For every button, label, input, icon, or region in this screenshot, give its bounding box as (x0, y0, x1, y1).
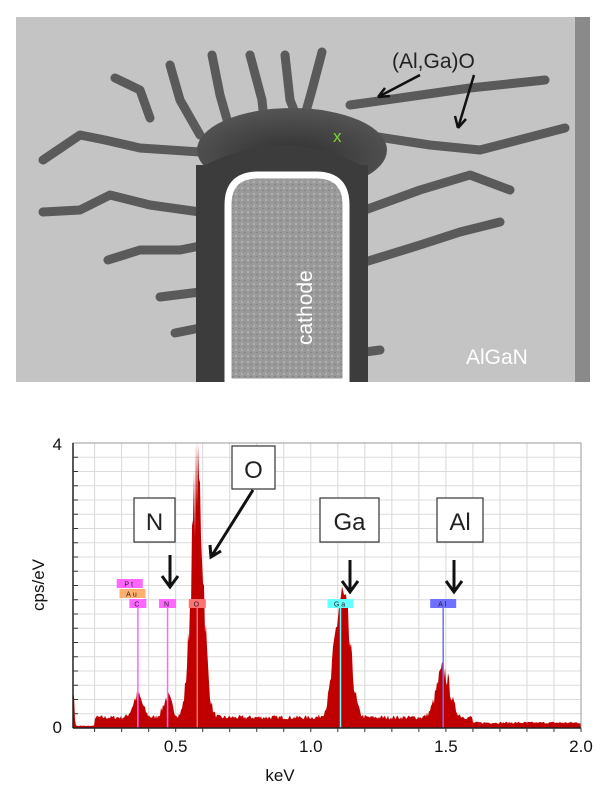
cathode-electrode (224, 171, 350, 386)
element-tag-label: Au (126, 592, 139, 599)
element-tag-al (430, 599, 457, 608)
element-tag-label: C (134, 602, 141, 609)
callout-label: N (146, 509, 163, 536)
callout-n: N (133, 497, 180, 590)
x-tick-label: 0.5 (164, 737, 188, 756)
arrow-down-icon (160, 555, 180, 590)
callout-ga: Ga (319, 497, 380, 595)
substrate-label: AlGaN (466, 346, 528, 369)
sem-micrograph: (Al,Ga)O x cathode AlGaN (16, 17, 590, 386)
element-tag-o (188, 599, 206, 608)
element-tag-label: Al (438, 602, 448, 609)
oxide-label: (Al,Ga)O (392, 50, 475, 73)
spectrum-area (73, 443, 581, 728)
element-tag-au (119, 589, 146, 598)
oxide-arrows (377, 73, 476, 129)
element-tag-label: O (194, 602, 201, 609)
x-tick-label: 2.0 (569, 737, 593, 756)
y-axis-label: cps/eV (29, 558, 48, 611)
callout-label: Al (449, 509, 470, 536)
y-tick-label-4: 4 (53, 435, 62, 454)
x-tick-label: 1.0 (299, 737, 323, 756)
cathode-label: cathode (294, 270, 317, 345)
axis-ticks (73, 456, 582, 732)
callout-o: O (208, 445, 276, 560)
measurement-point-marker: x (333, 127, 342, 146)
element-tag-label: N (164, 602, 171, 609)
element-tag-ga (327, 599, 354, 608)
x-axis-label: keV (265, 766, 295, 785)
element-tag-label: Pt (124, 582, 135, 589)
callout-label: O (244, 457, 263, 484)
arrow-down-icon (340, 560, 360, 595)
element-tag-pt (116, 579, 143, 588)
grid-lines (73, 443, 582, 728)
x-tick-label: 1.5 (434, 737, 458, 756)
element-tag-label: Ga (334, 602, 347, 609)
y-tick-label-0: 0 (53, 718, 62, 737)
callout-al: Al (436, 497, 484, 595)
element-tag-n (159, 599, 177, 608)
arrow-icon (208, 489, 255, 560)
arrow-down-icon (444, 560, 464, 595)
element-tag-c (129, 599, 147, 608)
callout-label: Ga (333, 509, 366, 536)
